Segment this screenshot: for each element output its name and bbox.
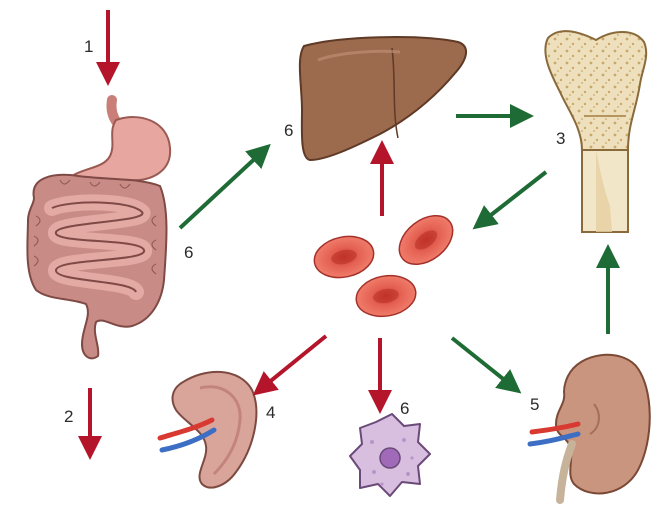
- red-blood-cell: [390, 206, 462, 274]
- macrophage: [350, 414, 430, 496]
- red-blood-cells: [310, 206, 461, 321]
- label-step-5: 5: [530, 395, 539, 414]
- red-blood-cell: [353, 271, 419, 321]
- kidney: [530, 355, 650, 500]
- arrow-gut-to-liver: [180, 152, 262, 228]
- label-step-6-liver: 6: [284, 121, 293, 140]
- arrow-bone-to-rbc: [482, 172, 546, 222]
- arrow-rbc-to-spleen: [262, 336, 326, 388]
- digestive-tract: [27, 100, 170, 358]
- label-step-4: 4: [266, 403, 275, 422]
- spleen: [160, 372, 256, 488]
- label-step-2: 2: [64, 407, 73, 426]
- liver: [300, 37, 466, 160]
- label-step-6-gut: 6: [184, 243, 193, 262]
- label-step-1: 1: [84, 37, 93, 56]
- red-blood-cell: [310, 231, 377, 283]
- label-step-3: 3: [556, 129, 565, 148]
- label-step-6-macrophage: 6: [400, 399, 409, 418]
- stomach: [72, 117, 170, 180]
- arrow-rbc-to-kidney: [452, 338, 512, 386]
